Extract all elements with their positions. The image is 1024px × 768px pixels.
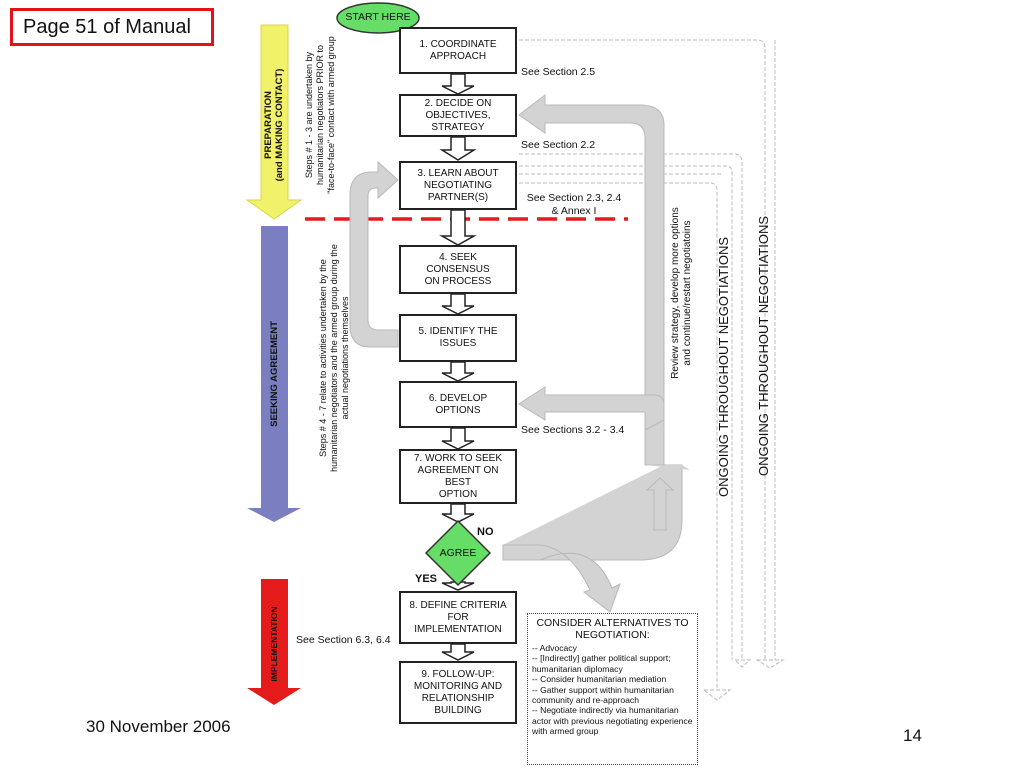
step-4-box: 4. SEEK CONSENSUS ON PROCESS xyxy=(399,245,517,294)
preparation-note: Steps # 1 - 3 are undertaken by humanita… xyxy=(303,36,336,194)
step-8-reference: See Section 6.3, 6.4 xyxy=(296,634,391,646)
alternative-item: -- [Indirectly] gather political support… xyxy=(532,653,671,674)
step-8-box: 8. DEFINE CRITERIA FOR IMPLEMENTATION xyxy=(399,591,517,644)
footer-date: 30 November 2006 xyxy=(86,717,231,736)
step-connectors xyxy=(439,27,477,661)
alternatives-box: CONSIDER ALTERNATIVES TO NEGOTIATION: --… xyxy=(527,613,698,765)
no-to-alternatives-arrow xyxy=(502,544,621,613)
review-note: Review strategy, develop more options an… xyxy=(670,207,693,379)
step-2-reference: See Section 2.2 xyxy=(521,139,596,151)
alternative-item: -- Consider humanitarian mediation xyxy=(532,674,667,685)
alternatives-title: CONSIDER ALTERNATIVES TO NEGOTIATION: xyxy=(536,617,689,641)
seeking-note: Steps # 4 - 7 relate to activities under… xyxy=(317,244,350,472)
slide-number: 14 xyxy=(903,726,922,745)
implementation-phase-arrow xyxy=(247,579,301,705)
step-7-box: 7. WORK TO SEEK AGREEMENT ON BEST OPTION xyxy=(399,449,517,504)
step-6-reference: See Sections 3.2 - 3.4 xyxy=(521,424,625,436)
step-5-box: 5. IDENTIFY THE ISSUES xyxy=(399,314,517,362)
preparation-label: PREPARATION (and MAKING CONTACT) xyxy=(263,68,285,182)
step-6-box: 6. DEVELOP OPTIONS xyxy=(399,381,517,428)
start-label: START HERE xyxy=(345,11,411,23)
start-ellipse xyxy=(336,2,420,34)
step-1-reference: See Section 2.5 xyxy=(521,66,596,78)
seeking-phase-arrow xyxy=(247,226,301,522)
alternative-item: -- Negotiate indirectly via humanitarian… xyxy=(532,705,693,737)
preparation-phase-arrow xyxy=(245,24,303,220)
agree-diamond xyxy=(424,519,492,587)
ongoing-outer-label: ONGOING THROUGHOUT NEGOTIATIONS xyxy=(755,215,771,476)
step-9-box: 9. FOLLOW-UP: MONITORING AND RELATIONSHI… xyxy=(399,661,517,724)
identify-issues-loop-arrow xyxy=(349,160,399,348)
step-3-box: 3. LEARN ABOUT NEGOTIATING PARTNER(S) xyxy=(399,161,517,210)
implementation-label: IMPLEMENTATION xyxy=(268,606,279,682)
yes-label: YES xyxy=(415,573,438,585)
alternative-item: -- Advocacy xyxy=(532,643,577,653)
step-1-box: 1. COORDINATE APPROACH xyxy=(399,27,517,74)
step-3-reference: See Section 2.3, 2.4 & Annex I xyxy=(526,192,622,217)
step-2-box: 2. DECIDE ON OBJECTIVES, STRATEGY xyxy=(399,94,517,137)
seeking-agreement-label: SEEKING AGREEMENT xyxy=(268,321,280,427)
no-label: NO xyxy=(477,526,494,538)
page-label: Page 51 of Manual xyxy=(10,8,214,46)
agree-label: AGREE xyxy=(439,547,477,559)
ongoing-inner-label: ONGOING THROUGHOUT NEGOTIATIONS xyxy=(715,236,731,497)
alternative-item: -- Gather support within humanitarian co… xyxy=(532,684,674,706)
